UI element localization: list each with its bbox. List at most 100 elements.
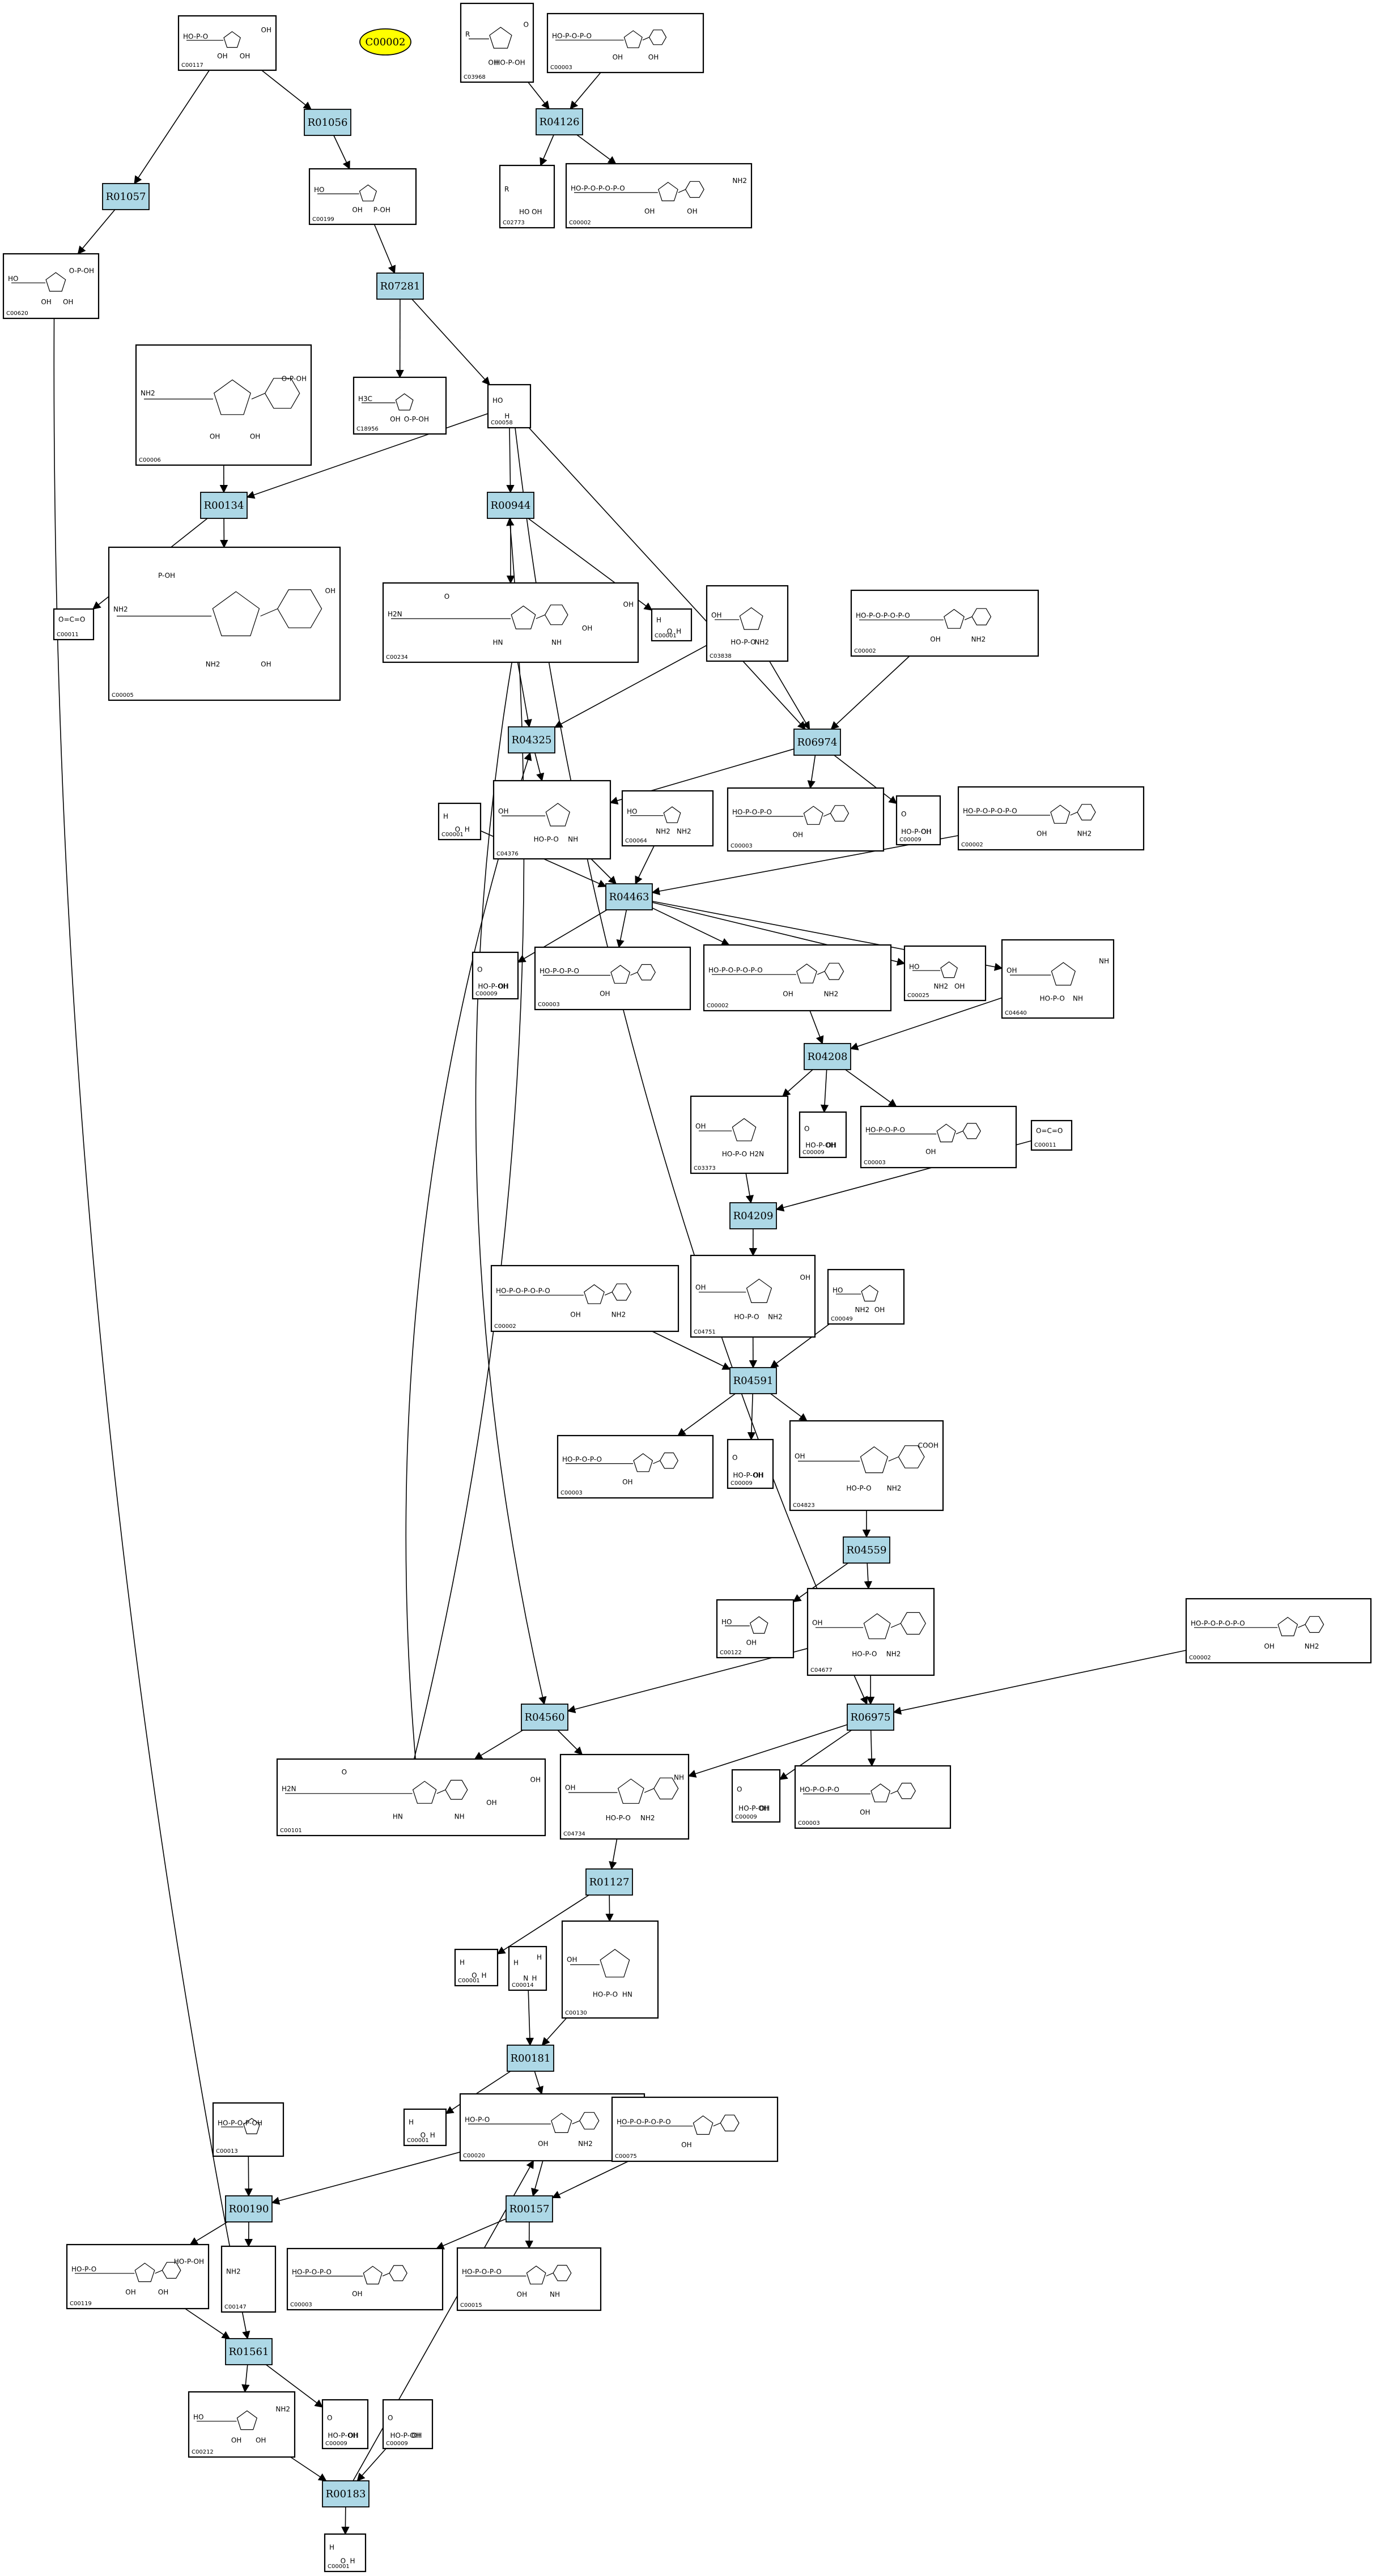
reaction-node[interactable]: R01127 xyxy=(585,1868,633,1896)
compound-box[interactable] xyxy=(651,608,693,642)
compound-box[interactable] xyxy=(706,585,789,662)
reaction-box[interactable] xyxy=(322,2480,370,2507)
compound-box[interactable] xyxy=(382,2399,434,2450)
reaction-box[interactable] xyxy=(225,2195,273,2222)
compound-box[interactable] xyxy=(703,944,892,1012)
reaction-node[interactable]: R04325 xyxy=(508,726,555,753)
compound-box[interactable] xyxy=(806,1587,935,1676)
compound-box[interactable] xyxy=(460,2,534,83)
compound-box[interactable] xyxy=(308,168,417,225)
reaction-node[interactable]: R04208 xyxy=(804,1043,851,1070)
reaction-node[interactable]: R00944 xyxy=(487,492,534,519)
reaction-box[interactable] xyxy=(506,2195,553,2222)
reaction-box[interactable] xyxy=(847,1704,894,1731)
reaction-box[interactable] xyxy=(729,1202,777,1229)
reaction-box[interactable] xyxy=(376,272,424,300)
reaction-box[interactable] xyxy=(102,183,150,210)
reaction-node[interactable]: R04560 xyxy=(521,1704,568,1731)
compound-box[interactable] xyxy=(276,1758,546,1837)
reaction-box[interactable] xyxy=(536,108,583,135)
reaction-node[interactable]: R01057 xyxy=(102,183,150,210)
compound-box[interactable] xyxy=(499,164,555,229)
reaction-box[interactable] xyxy=(804,1043,851,1070)
compound-box[interactable] xyxy=(508,1945,547,1991)
compound-box[interactable] xyxy=(727,1438,774,1489)
compound-box[interactable] xyxy=(716,1599,795,1659)
compound-box[interactable] xyxy=(1030,1119,1073,1151)
compound-box[interactable] xyxy=(690,1095,789,1174)
compound-box[interactable] xyxy=(799,1111,847,1159)
compound-box[interactable] xyxy=(324,2533,367,2573)
compound-box[interactable] xyxy=(1185,1598,1372,1664)
compound-box[interactable] xyxy=(492,780,611,860)
compound-box[interactable] xyxy=(490,1264,679,1332)
compound-box[interactable] xyxy=(53,608,95,641)
reaction-node[interactable]: R00181 xyxy=(507,2045,554,2072)
reaction-box[interactable] xyxy=(793,729,841,756)
reaction-node[interactable]: R04591 xyxy=(729,1367,777,1394)
compound-box[interactable] xyxy=(850,589,1039,657)
reaction-box[interactable] xyxy=(521,1704,568,1731)
reaction-node[interactable]: R06975 xyxy=(847,1704,894,1731)
compound-box[interactable] xyxy=(895,795,941,846)
reaction-node[interactable]: R04463 xyxy=(605,883,653,910)
compound-box[interactable] xyxy=(860,1105,1017,1169)
compound-box[interactable] xyxy=(827,1268,905,1325)
reaction-box[interactable] xyxy=(225,2338,273,2365)
root-compound[interactable]: C00002 xyxy=(359,28,411,56)
reaction-box[interactable] xyxy=(200,492,248,519)
reaction-box[interactable] xyxy=(729,1367,777,1394)
reaction-node[interactable]: R07281 xyxy=(376,272,424,300)
reaction-node[interactable]: R01056 xyxy=(304,109,351,136)
compound-box[interactable] xyxy=(690,1254,816,1338)
compound-box[interactable] xyxy=(2,253,100,320)
compound-box[interactable] xyxy=(611,2096,779,2162)
compound-box[interactable] xyxy=(1001,939,1115,1019)
reaction-box[interactable] xyxy=(508,726,555,753)
reaction-node[interactable]: R00134 xyxy=(200,492,248,519)
compound-box[interactable] xyxy=(546,12,704,74)
compound-box[interactable] xyxy=(561,1920,659,2019)
reaction-box[interactable] xyxy=(843,1536,890,1564)
reaction-box[interactable] xyxy=(507,2045,554,2072)
compound-box[interactable] xyxy=(382,582,639,663)
